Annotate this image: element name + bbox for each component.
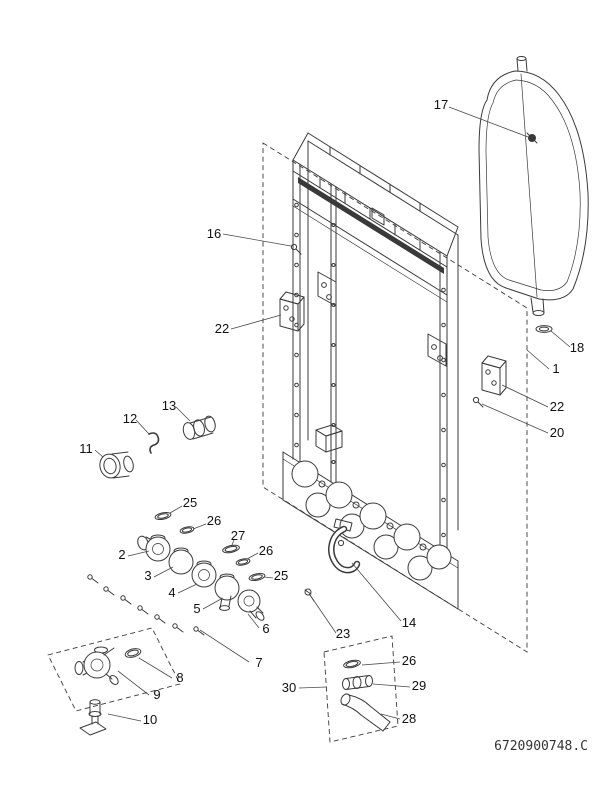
dashed-box-valve-group	[47, 627, 181, 712]
callout-27: 27	[231, 528, 245, 543]
o-ring-26-mid	[235, 558, 251, 566]
coupling-13	[182, 415, 216, 440]
o-ring-25-lower	[248, 572, 266, 582]
o-ring-25-upper	[154, 511, 172, 521]
dashed-frame-envelope	[262, 142, 528, 653]
document-code: 6720900748.C	[494, 739, 588, 754]
callout-5: 5	[193, 601, 200, 616]
callout-13: 13	[162, 398, 176, 413]
screws-7	[87, 574, 205, 636]
drain-valve-10	[79, 699, 107, 736]
callout-9: 9	[153, 687, 160, 702]
callout-26-mid: 26	[259, 543, 273, 558]
callout-26-box: 26	[402, 653, 416, 668]
callout-16: 16	[207, 226, 221, 241]
callout-23: 23	[336, 626, 350, 641]
elbow-pipe-28	[340, 693, 391, 732]
leader-lines	[94, 106, 571, 722]
callout-29: 29	[412, 678, 426, 693]
callout-8: 8	[176, 670, 183, 685]
manifold-assembly	[137, 534, 265, 621]
callout-17: 17	[434, 97, 448, 112]
fitting-11	[99, 451, 134, 479]
o-ring-26-upper	[179, 526, 195, 534]
expansion-vessel	[478, 56, 589, 316]
callout-2: 2	[118, 547, 125, 562]
callout-4: 4	[168, 585, 175, 600]
o-ring-27	[222, 544, 240, 554]
callout-3: 3	[144, 568, 151, 583]
bracket-22-right	[481, 355, 507, 396]
callout-30: 30	[282, 680, 296, 695]
callout-25-lower: 25	[274, 568, 288, 583]
valve-body-9	[74, 646, 119, 685]
callout-7: 7	[255, 655, 262, 670]
callout-25-upper: 25	[183, 495, 197, 510]
o-ring-8	[124, 648, 142, 658]
callout-18: 18	[570, 340, 584, 355]
callout-22-left: 22	[215, 321, 229, 336]
bracket-22-left	[279, 291, 305, 332]
callout-26-upper: 26	[207, 513, 221, 528]
callout-14: 14	[402, 615, 416, 630]
callout-22-right: 22	[550, 399, 564, 414]
callout-11: 11	[79, 441, 93, 456]
callout-10: 10	[143, 712, 157, 727]
callout-28: 28	[402, 711, 416, 726]
callout-12: 12	[123, 411, 137, 426]
callout-20: 20	[550, 425, 564, 440]
screw-16	[290, 243, 302, 255]
callout-labels: 17 16 22 1 18 22 20 12 13 11 25 26 27 26…	[79, 97, 584, 727]
hook-14	[328, 518, 361, 574]
washer-18	[535, 325, 553, 333]
dashed-box-pipe-kit	[323, 635, 399, 743]
callout-1: 1	[552, 361, 559, 376]
nipple-29	[342, 675, 373, 690]
clip-12	[148, 432, 160, 454]
o-ring-26-box	[343, 659, 361, 669]
screw-20	[472, 396, 484, 408]
callout-6: 6	[262, 621, 269, 636]
frame-assembly	[282, 132, 459, 610]
